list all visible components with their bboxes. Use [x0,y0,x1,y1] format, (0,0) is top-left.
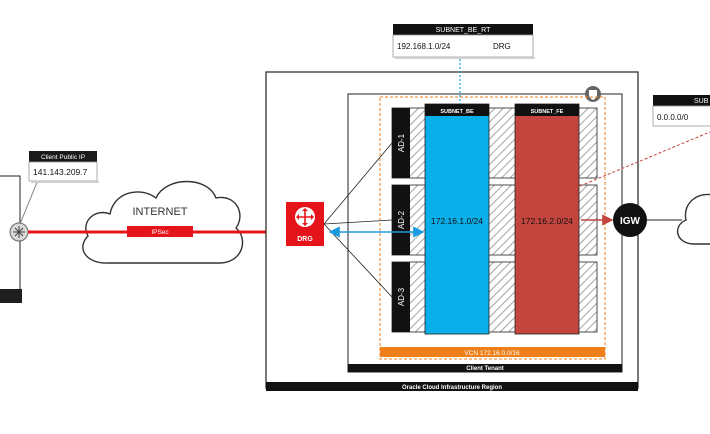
igw-label: IGW [620,216,641,227]
subnet-fe-route-table: SUB 0.0.0.0/0 [652,95,710,127]
subnet-be-cidr: 172.16.1.0/24 [431,216,483,226]
subnet-be-body [424,103,490,335]
ad1-label: AD-1 [397,133,406,152]
drg: DRG [286,202,324,246]
subnet-be-route-table: SUBNET_BE_RT 192.168.1.0/24 DRG [392,24,535,59]
subnet-be-name: SUBNET_BE [440,109,474,115]
subnet-fe-rt-link [579,131,710,187]
ipsec-badge: IPSec [127,226,193,237]
public-internet-cloud [676,193,710,245]
client-router-icon [9,222,29,242]
subnet-fe-cidr: 172.16.2.0/24 [521,216,573,226]
client-tenant-label: Client Tenant [466,366,504,372]
subnet-be-rt-header: SUBNET_BE_RT [436,27,491,34]
internet-cloud: INTERNET [82,180,244,264]
client-public-ip-callout: Client Public IP 141.143.209.7 [19,151,99,225]
subnet-be: SUBNET_BE 172.16.1.0/24 [424,103,490,335]
subnet-fe-rt-cidr: 0.0.0.0/0 [657,113,689,122]
client-public-ip-header: Client Public IP [41,154,85,161]
shield-icon [585,86,601,102]
igw: IGW [613,203,647,237]
subnet-fe-name: SUBNET_FE [531,109,564,115]
internet-label: INTERNET [133,206,188,218]
drg-label: DRG [297,236,313,243]
subnet-fe: SUBNET_FE 172.16.2.0/24 [514,103,580,335]
subnet-be-rt-target: DRG [493,42,511,51]
ipsec-label: IPSec [151,229,169,236]
client-public-ip-value: 141.143.209.7 [33,167,88,177]
client-network-box [0,175,22,303]
ad3-label: AD-3 [397,287,406,306]
oci-region-label: Oracle Cloud Infrastructure Region [402,385,502,391]
vcn-label: VCN 172.16.0.0/16 [464,350,520,357]
subnet-fe-body [514,103,580,335]
ad2-label: AD-2 [397,210,406,229]
subnet-fe-rt-header: SUB [694,98,709,105]
drg-router-icon [295,207,315,227]
subnet-be-rt-cidr: 192.168.1.0/24 [397,42,451,51]
